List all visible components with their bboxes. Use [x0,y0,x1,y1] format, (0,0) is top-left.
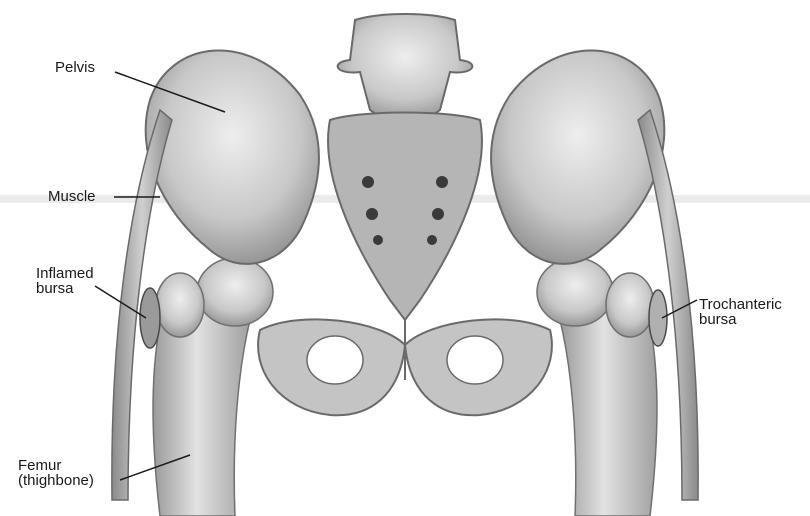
left-femur-head [197,258,273,326]
right-femur-head [537,258,613,326]
label-muscle: Muscle [48,189,96,204]
label-femur-line2: (thighbone) [18,473,94,488]
label-trochanteric-bursa: Trochanteric bursa [699,297,782,327]
inflamed-bursa [140,288,160,348]
left-obturator-foramen [307,336,363,384]
right-ilium [491,50,664,263]
trochanteric-bursa [649,290,667,346]
right-obturator-foramen [447,336,503,384]
label-femur: Femur (thighbone) [18,458,94,488]
label-trochanteric-bursa-line2: bursa [699,312,782,327]
label-inflamed-bursa-line1: Inflamed [36,266,94,281]
label-inflamed-bursa: Inflamed bursa [36,266,94,296]
sacrum [328,113,482,321]
left-greater-trochanter [156,273,204,337]
label-pelvis: Pelvis [55,60,95,75]
right-greater-trochanter [606,273,654,337]
label-trochanteric-bursa-line1: Trochanteric [699,297,782,312]
lumbar-vertebra [338,14,473,121]
left-ilium [146,50,319,263]
label-inflamed-bursa-line2: bursa [36,281,94,296]
label-femur-line1: Femur [18,458,94,473]
